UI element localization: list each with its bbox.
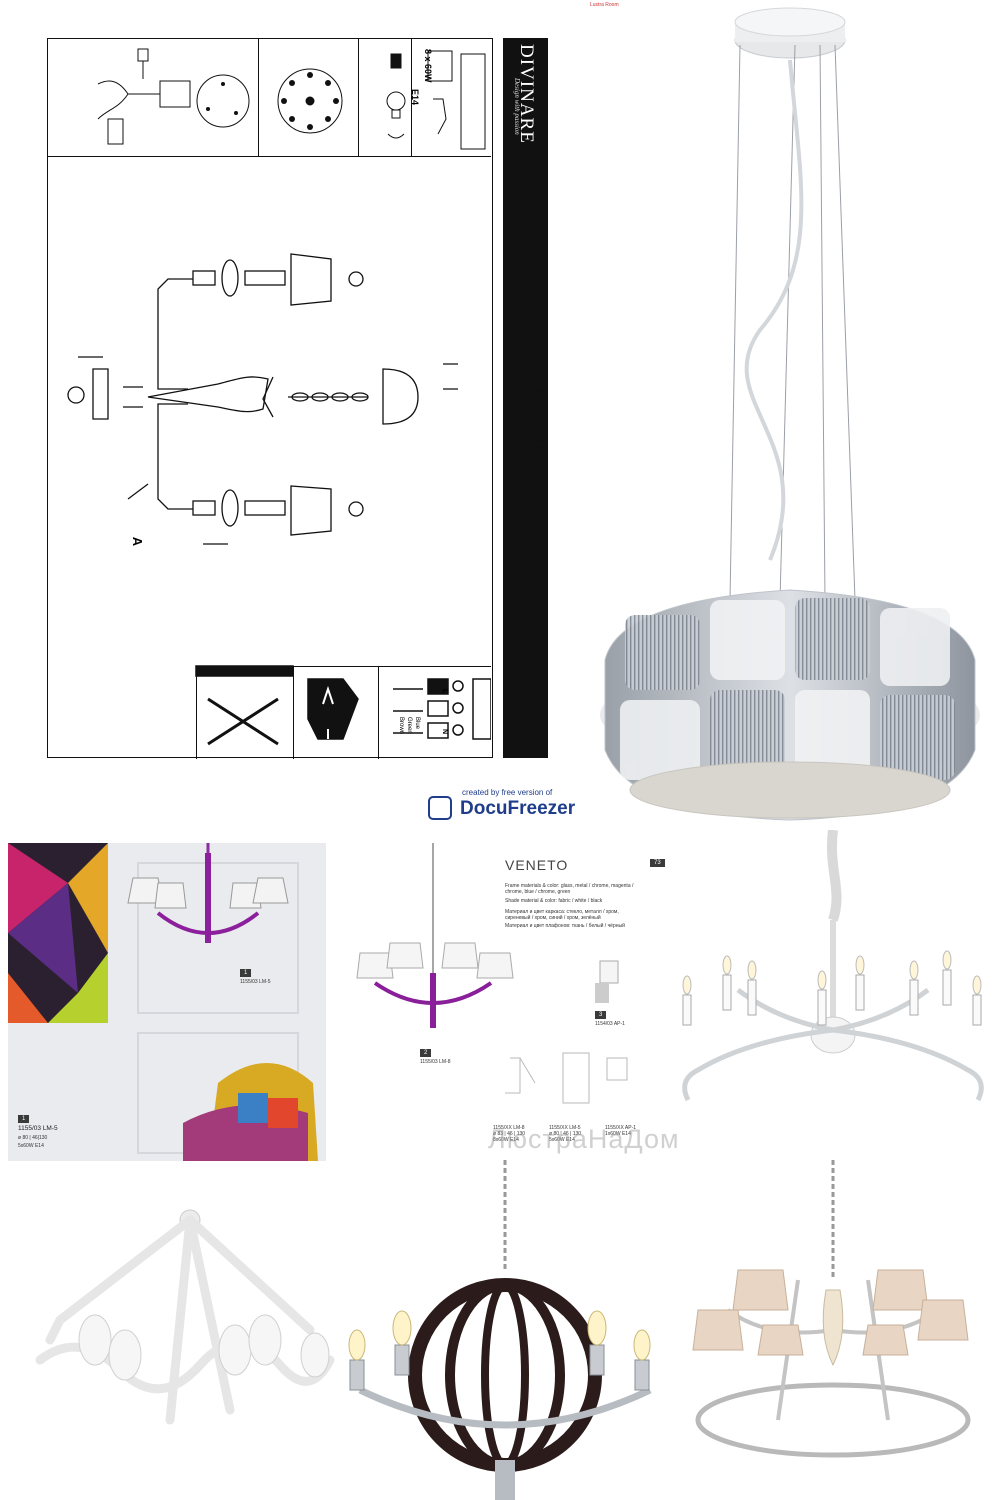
instruction-title: ASSEMBLY INSTRUCTION / ИНСТРУКЦИЯ ПО МОН… (534, 272, 544, 505)
assembly-sheet: 8 x 60W E14 A L N Blue Green Brown (47, 38, 493, 759)
assembly-diagram (67, 48, 491, 746)
docufreezer-icon (428, 796, 452, 820)
part-label: A (130, 536, 146, 547)
right-page-number: 73 (650, 859, 665, 867)
bulb-spec: 8 x 60W (423, 49, 433, 83)
glass-chandelier-image (682, 830, 984, 1102)
drum-pendant-image (600, 7, 980, 821)
item-2-code: 1155/03 LM-8 (420, 1059, 451, 1065)
left-caption-code: 1155/03 LM-5 (18, 1125, 58, 1132)
catalog-product-images (356, 843, 628, 1104)
wire-label-n: N (441, 729, 448, 735)
description-en-shade: Shade material & color: fabric / white /… (505, 898, 603, 904)
description-ru-shade: Материал и цвет плафонов: ткань / белый … (505, 923, 625, 929)
sphere-chandelier-image (348, 1160, 652, 1500)
left-caption-num: 1 (18, 1115, 30, 1123)
wire-color-brown: Brown (398, 717, 404, 735)
catalog-room-photo (8, 843, 318, 1161)
series-title: VENETO (505, 857, 569, 873)
shaded-chandelier-image (692, 1160, 971, 1458)
wire-color-green: Green (406, 717, 412, 734)
spec-ap1-power: 1x60W E14 (605, 1131, 631, 1137)
item-2-badge: 2 (420, 1049, 432, 1057)
spec-lm5-code: 1155/XX LM-5 (549, 1125, 581, 1131)
spec-ap1-code: 1155/XX AP-1 (605, 1125, 637, 1131)
top-mark: Lustra Room (590, 2, 619, 8)
wire-color-blue: Blue (414, 717, 420, 730)
spec-lm8: 1155/XX LM-8 ø 83 | 46 | 130 8x60W E14 (493, 1125, 541, 1143)
model-number: 1155/04 LM-8 (508, 330, 525, 441)
catalog-left-page: 72 1 1155/03 LM-5 1 1155/03 LM-5 ø 80 | … (8, 843, 326, 1161)
white-branch-chandelier-image (35, 1209, 335, 1425)
spec-lm5-dims: ø 80 | 46 | 130 (549, 1131, 582, 1137)
left-caption-power: 5x60W E14 (18, 1143, 44, 1149)
item-3-code: 1154/03 AP-1 (595, 1021, 625, 1027)
spec-lm5-power: 5x60W E14 (549, 1137, 575, 1143)
catalog-right-page: 73 VENETO Frame materials & color: glass… (345, 843, 670, 1161)
brand-strip: DIVINARE Design with passion (503, 38, 548, 758)
spec-lm5: 1155/XX LM-5 ø 80 | 46 | 130 5x60W E14 (549, 1125, 597, 1143)
left-item-code: 1155/03 LM-5 (240, 979, 271, 985)
brand-tagline: Design with passion (513, 78, 521, 135)
watermark-prefix: created by free version of (462, 788, 553, 797)
wire-label-l: L (441, 689, 448, 694)
item-3-badge: 3 (595, 1011, 607, 1019)
catalog-watermark: ЛюстраНаДом (488, 1124, 680, 1154)
spec-lm8-power: 8x60W E14 (493, 1137, 519, 1143)
socket-spec: E14 (410, 89, 420, 106)
description-ru: Материал и цвет каркаса: стекло, металл … (505, 909, 619, 921)
spec-lm8-code: 1155/XX LM-8 (493, 1125, 525, 1131)
description-en: Frame materials & color: glass, metal / … (505, 883, 634, 895)
left-item-badge: 1 (240, 969, 252, 977)
left-caption-dims: ø 80 | 46|130 (18, 1135, 48, 1141)
watermark-name: DocuFreezer (460, 798, 576, 819)
spec-lm8-dims: ø 83 | 46 | 130 (493, 1131, 526, 1137)
spec-ap1: 1155/XX AP-1 1x60W E14 (605, 1125, 653, 1137)
